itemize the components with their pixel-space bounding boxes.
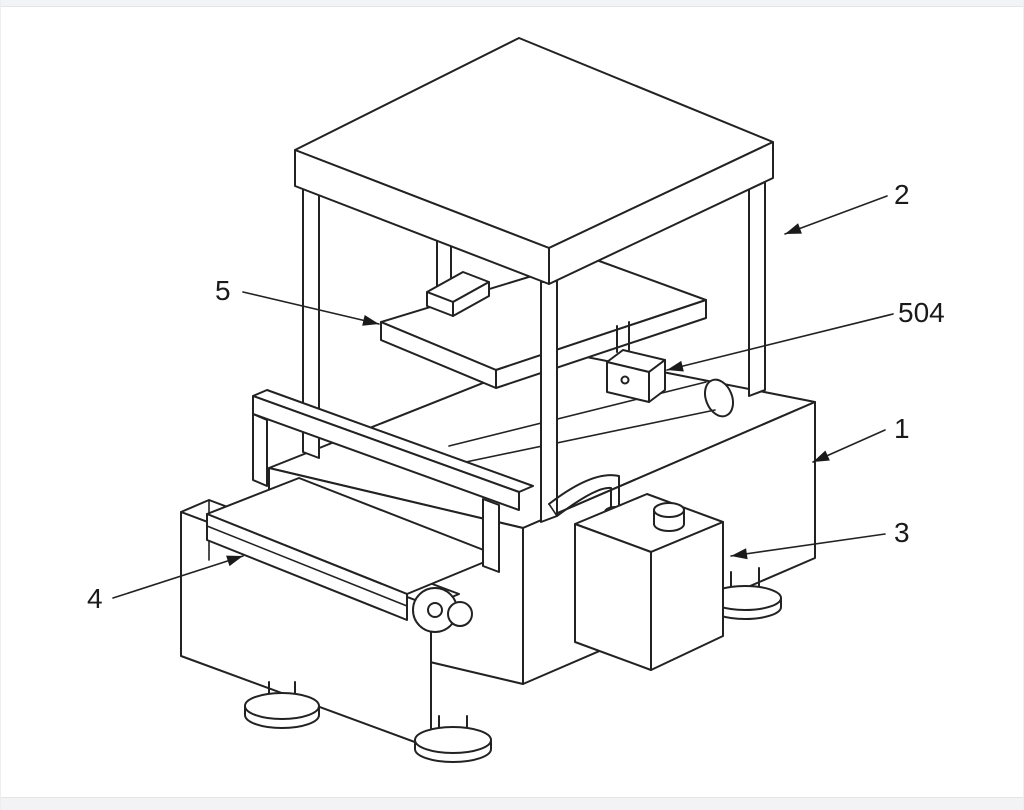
foot-pad-side [244,705,320,729]
leader-line-5 [242,291,380,325]
clamp-bolt [620,375,630,385]
ref-label-1: 1 [894,413,910,444]
support-leg-center [540,280,558,523]
inlet-cylinder-bottom [653,523,685,532]
arrowhead-5 [362,314,379,326]
leader-line-504 [666,313,894,371]
arrowhead-3 [731,548,748,560]
foot-pad [414,726,492,754]
leader-line-2 [784,195,888,235]
arrowhead-2 [785,223,802,234]
pump-box-side [650,521,724,671]
foot-front-left [244,681,320,729]
arrowhead-1 [813,450,830,462]
clamp-assembly [606,321,666,403]
pump-box-assembly [548,474,724,671]
leader-line-4 [112,555,244,599]
ref-label-504: 504 [898,297,945,328]
roller-shaft-knob [447,601,473,627]
rail-front-face [252,395,520,511]
ref-label-5: 5 [215,275,231,306]
pipe-end-cap [548,503,558,517]
arrowhead-4 [226,555,243,567]
rear-belt-line [448,381,707,447]
rear-roller [704,378,734,418]
belt-front-edge [206,513,408,621]
ref-label-2: 2 [894,179,910,210]
push-rod [616,321,630,353]
rail-center-post [482,498,500,573]
table-right-edge-face [548,141,774,285]
pipe-inner [556,486,612,517]
support-leg-right [748,181,766,397]
clamp-block-side [648,359,666,403]
press-bracket-side [452,281,490,317]
inlet-cylinder-top [653,502,685,518]
bottom-edge-strip [1,797,1023,810]
ref-label-4: 4 [87,583,103,614]
leader-line-3 [730,533,886,557]
foot-pad-side [414,739,492,763]
ref-label-3: 3 [894,517,910,548]
table-top [294,37,774,285]
annotations: 2 504 1 3 5 4 [87,179,945,614]
table-top-face [294,37,774,249]
conveyor-assembly [180,389,534,749]
belt-roller-hub [427,602,443,618]
pipe-outer [548,474,620,511]
foot-front-center [414,715,492,763]
arrowhead-504 [667,360,684,372]
rear-belt-line [460,409,716,464]
belt-layer-line [206,525,408,607]
top-edge-strip [1,0,1023,7]
rail-left-post [252,413,268,487]
foot-pad [244,692,320,720]
